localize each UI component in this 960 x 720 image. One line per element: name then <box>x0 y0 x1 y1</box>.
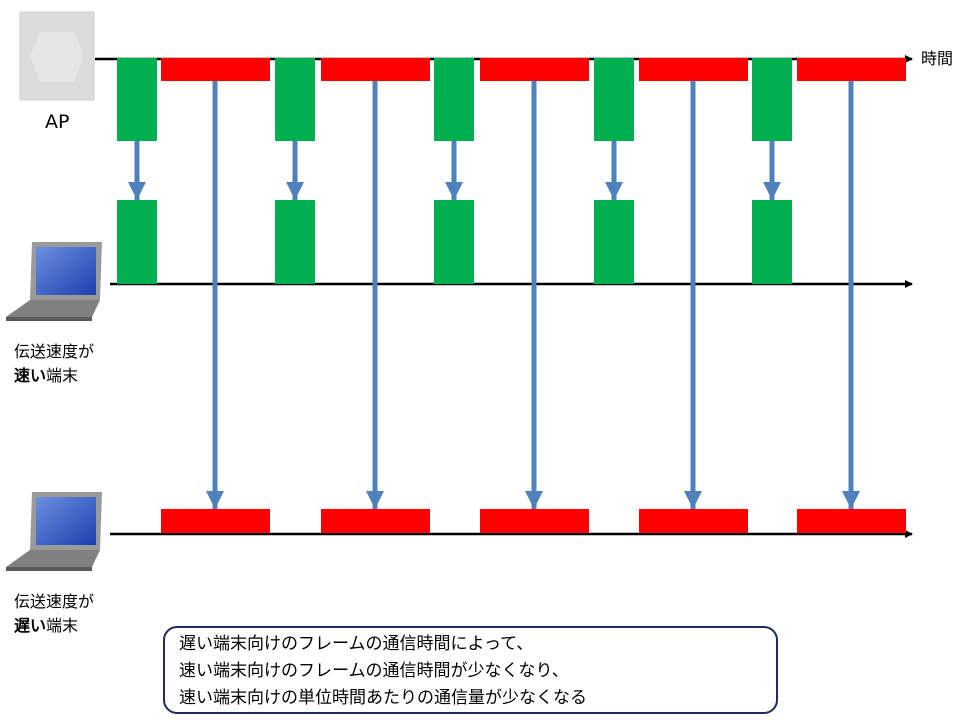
slow-terminal-label: 伝送速度が 遅い端末 <box>14 590 94 638</box>
ap-fast-frame <box>434 58 474 141</box>
slow-terminal-frame <box>797 509 906 533</box>
fast-terminal-frame <box>117 200 157 284</box>
ap-slow-frame <box>639 58 748 81</box>
access-point-face <box>30 32 84 82</box>
fast-terminal-frame <box>594 200 634 284</box>
fast-terminal-laptop-icon-keyboard <box>6 300 100 317</box>
fast-terminal-frame <box>275 200 315 284</box>
slow-terminal-frame <box>161 509 270 533</box>
slow-terminal-noun: 端末 <box>46 616 79 635</box>
ap-slow-frame <box>480 58 589 81</box>
ap-label: AP <box>45 111 70 133</box>
ap-slow-frame <box>161 58 270 81</box>
fast-terminal-noun: 端末 <box>46 366 79 385</box>
slow-terminal-laptop-icon-screen <box>36 497 96 545</box>
slow-terminal-line1: 伝送速度が <box>14 592 95 611</box>
slow-terminal-laptop-icon-keyboard <box>6 550 100 567</box>
explanation-callout: 遅い端末向けのフレームの通信時間によって、 速い端末向けのフレームの通信時間が少… <box>163 626 778 714</box>
slow-terminal-laptop-icon-base <box>6 567 92 571</box>
fast-terminal-laptop-icon-screen <box>36 247 96 295</box>
slow-terminal-speed: 遅い <box>14 616 47 635</box>
slow-terminal-frame <box>639 509 748 533</box>
note-line: 遅い端末向けのフレームの通信時間によって、 <box>179 634 534 654</box>
time-axis-label: 時間 <box>921 49 954 68</box>
fast-terminal-label: 伝送速度が 速い端末 <box>14 340 94 388</box>
ap-fast-frame <box>752 58 792 141</box>
fast-terminal-frame <box>752 200 792 284</box>
ap-fast-frame <box>594 58 634 141</box>
ap-fast-frame <box>117 58 157 141</box>
note-line: 速い端末向けの単位時間あたりの通信量が少なくなる <box>179 688 587 708</box>
ap-slow-frame <box>321 58 430 81</box>
ap-fast-frame <box>275 58 315 141</box>
fast-terminal-line1: 伝送速度が <box>14 342 95 361</box>
slow-terminal-frame <box>321 509 430 533</box>
ap-slow-frame <box>797 58 906 81</box>
fast-terminal-laptop-icon-base <box>6 317 92 321</box>
slow-terminal-frame <box>480 509 589 533</box>
note-line: 速い端末向けのフレームの通信時間が少なくなり、 <box>179 661 569 681</box>
fast-terminal-frame <box>434 200 474 284</box>
fast-terminal-speed: 速い <box>14 366 47 385</box>
